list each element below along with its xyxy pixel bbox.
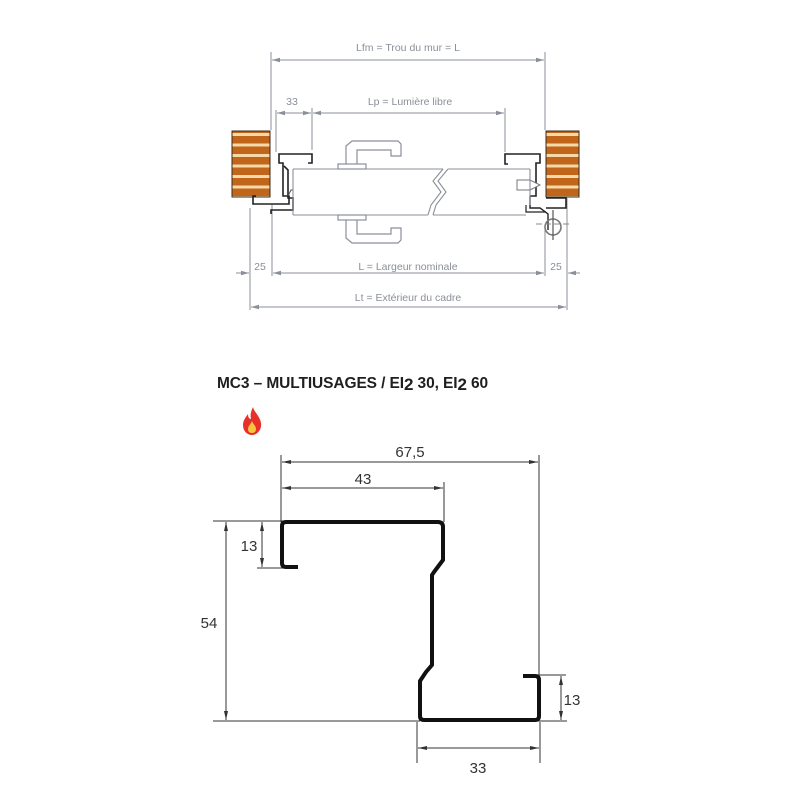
dimension-lines <box>236 57 580 310</box>
dim-right-25-label: 25 <box>550 261 562 273</box>
title-suffix: 60 <box>466 375 489 392</box>
profile-extension-lines <box>213 455 567 763</box>
dim-frame-33-label: 33 <box>286 96 298 108</box>
top-plan-view: Lfm = Trou du mur = L 33 Lp = Lumière li… <box>231 42 580 310</box>
profile-dimension-lines <box>224 460 563 750</box>
dim-top-flange-label: 43 <box>355 471 372 488</box>
dim-height-label: 54 <box>201 615 218 632</box>
door-leaf <box>292 168 531 216</box>
dim-l-nominal-label: L = Largeur nominale <box>358 261 457 273</box>
title-prefix: MC3 – MULTIUSAGES / EI <box>217 375 404 392</box>
dim-bottom-lip-label: 13 <box>564 692 581 709</box>
title-mid: 30, EI <box>413 375 458 392</box>
title-sub2: 2 <box>457 375 467 394</box>
fire-icon <box>243 407 262 435</box>
dim-bottom-flange-label: 33 <box>470 760 487 777</box>
dim-overall-width-label: 67,5 <box>395 444 424 461</box>
dim-lfm-label: Lfm = Trou du mur = L <box>356 42 460 54</box>
latch-bolt-icon <box>516 179 542 191</box>
title-sub1: 2 <box>403 375 414 394</box>
section-title: MC3 – MULTIUSAGES / EI2 30, EI2 60 <box>217 373 489 394</box>
left-wall-wood-block <box>231 130 271 198</box>
door-handle-bottom <box>337 214 402 244</box>
door-handle-top <box>337 140 402 170</box>
profile-section-view: 67,5 43 13 54 13 33 <box>201 444 581 777</box>
dim-left-25-label: 25 <box>254 261 266 273</box>
extension-lines <box>249 52 568 310</box>
dim-lp-label: Lp = Lumière libre <box>368 96 452 108</box>
steel-frame-profile <box>280 520 541 722</box>
dim-top-lip-label: 13 <box>241 538 258 555</box>
hinge-pivot-icon <box>536 210 572 240</box>
right-wall-wood-block <box>545 130 580 198</box>
dim-lt-label: Lt = Extérieur du cadre <box>355 292 462 304</box>
